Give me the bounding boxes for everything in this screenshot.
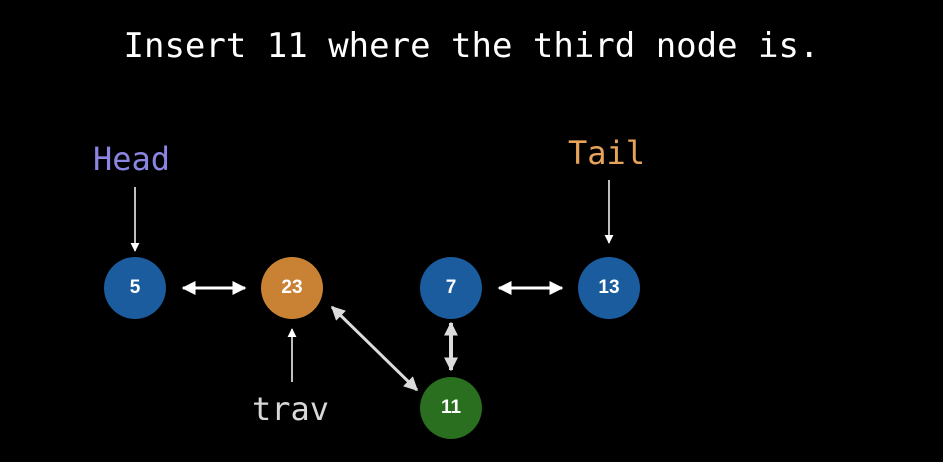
node-5: 5 <box>104 257 166 319</box>
head-label: Head <box>93 140 171 178</box>
node-7: 7 <box>420 257 482 319</box>
tail-label: Tail <box>568 134 646 172</box>
trav-label: trav <box>252 390 330 428</box>
link-23-11 <box>330 305 419 392</box>
diagram-title: Insert 11 where the third node is. <box>123 26 820 66</box>
node-13: 13 <box>578 257 640 319</box>
node-11: 11 <box>420 377 482 439</box>
node-23: 23 <box>261 257 323 319</box>
